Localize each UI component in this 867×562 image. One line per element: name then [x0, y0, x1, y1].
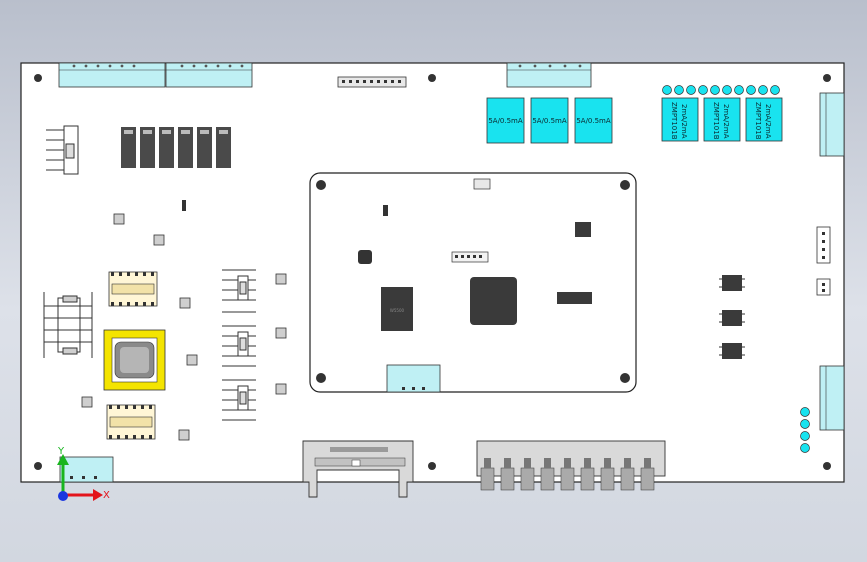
- sensor-label: ZMPT101B: [712, 102, 720, 140]
- mounting-hole: [823, 74, 831, 82]
- mounting-hole: [34, 74, 42, 82]
- module-chip-label: W5500: [390, 308, 405, 313]
- sensor-label: 2mA/2mA: [680, 104, 688, 139]
- transformer-bottom: [106, 404, 156, 440]
- mounting-holes: [34, 74, 831, 470]
- fuse: [574, 97, 613, 144]
- mounting-hole: [34, 462, 42, 470]
- mounting-hole: [823, 462, 831, 470]
- small-ic: [575, 222, 591, 237]
- terminal-bottom-left: [59, 456, 114, 483]
- idc-connector: [302, 440, 414, 498]
- sensor-label: ZMPT101B: [754, 102, 762, 140]
- sensor-module: [661, 97, 699, 142]
- module-header-small: [473, 178, 491, 190]
- heatsink-middle: [222, 269, 256, 421]
- fuse: [486, 97, 525, 144]
- mounting-hole: [428, 74, 436, 82]
- right-small-header: [816, 226, 831, 296]
- inductor-highlighted: [103, 329, 166, 391]
- long-ic: [557, 292, 592, 304]
- led-row-top: [662, 85, 780, 95]
- sensor-label: 2mA/2mA: [764, 104, 772, 139]
- fuse-label: 5A/0.5mA: [532, 117, 567, 125]
- mcu-module: W5500: [309, 172, 637, 393]
- y-axis-arrow: [57, 454, 69, 465]
- crystal: [358, 250, 372, 264]
- ic-right-column: [719, 275, 745, 359]
- x-axis-label: X: [103, 490, 110, 501]
- z-axis-dot: [58, 491, 68, 501]
- fuse-label: 5A/0.5mA: [488, 117, 523, 125]
- sensor-module: [703, 97, 741, 142]
- x-axis-arrow: [93, 489, 103, 501]
- fuse-group: 5A/0.5mA 5A/0.5mA 5A/0.5mA: [486, 97, 613, 144]
- led-column-right: [800, 407, 810, 453]
- mcu-chip: [470, 277, 517, 325]
- sensor-module: [745, 97, 783, 142]
- transformer-top: [108, 271, 158, 307]
- terminal-row-bottom: [476, 440, 666, 491]
- fuse: [530, 97, 569, 144]
- sensor-label: ZMPT101B: [670, 102, 678, 140]
- sensor-label: 2mA/2mA: [722, 104, 730, 139]
- module-chip: [381, 287, 413, 331]
- fuse-label: 5A/0.5mA: [576, 117, 611, 125]
- pin-header-top: [337, 76, 407, 88]
- right-connector-bottom: [819, 365, 845, 431]
- axis-triad: Y X: [57, 446, 110, 501]
- y-axis-label: Y: [57, 446, 65, 457]
- right-connector-top: [819, 92, 845, 157]
- small-components-left: [81, 213, 287, 441]
- terminal-block-top-center: [506, 62, 592, 88]
- mounting-hole: [428, 462, 436, 470]
- terminal-block-top-left: [58, 62, 253, 88]
- sensor-group: ZMPT101B 2mA/2mA ZMPT101B 2mA/2mA ZMPT10…: [661, 97, 783, 142]
- small-diode: [182, 200, 186, 211]
- heatsink-left-top: [46, 125, 79, 175]
- heatsink-left-bottom: [43, 292, 93, 358]
- relay-row: [121, 127, 231, 168]
